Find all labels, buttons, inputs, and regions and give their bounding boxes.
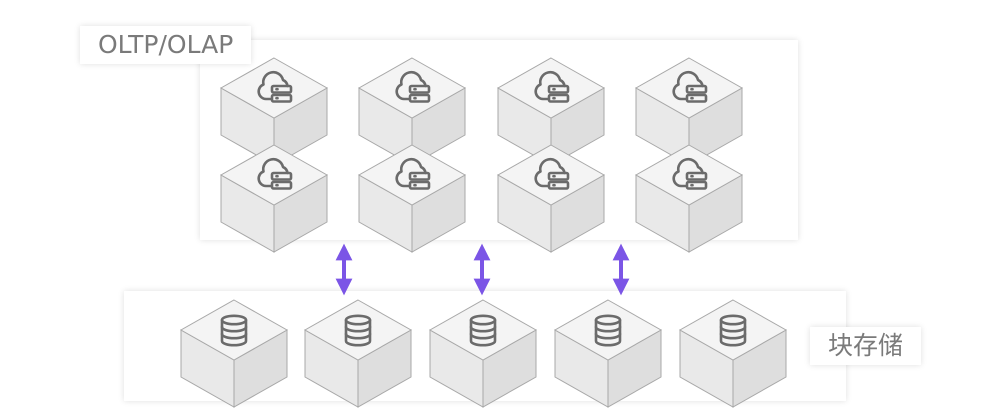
- cloud-server-icon: [395, 157, 431, 190]
- storage-node: [303, 299, 413, 408]
- storage-node: [428, 299, 538, 408]
- database-icon: [594, 314, 622, 347]
- link-arrows: [335, 243, 630, 296]
- storage-node: [678, 299, 788, 408]
- storage-node: [553, 299, 663, 408]
- storage-nodes: [179, 299, 788, 408]
- compute-node: [496, 57, 606, 166]
- cloud-server-icon: [672, 70, 708, 103]
- compute-node: [496, 144, 606, 253]
- cloud-server-icon: [257, 157, 293, 190]
- database-icon: [469, 314, 497, 347]
- compute-node: [357, 144, 467, 253]
- compute-nodes: [219, 57, 744, 253]
- cloud-server-icon: [257, 70, 293, 103]
- compute-cluster-label: OLTP/OLAP: [80, 26, 252, 64]
- compute-node: [219, 57, 329, 166]
- cloud-server-icon: [395, 70, 431, 103]
- database-icon: [220, 314, 248, 347]
- compute-node: [357, 57, 467, 166]
- cloud-server-icon: [534, 157, 570, 190]
- cloud-server-icon: [534, 70, 570, 103]
- database-icon: [719, 314, 747, 347]
- compute-node: [634, 144, 744, 253]
- storage-cluster-label: 块存储: [810, 327, 922, 365]
- storage-node: [179, 299, 289, 408]
- database-icon: [344, 314, 372, 347]
- cloud-server-icon: [672, 157, 708, 190]
- compute-node: [219, 144, 329, 253]
